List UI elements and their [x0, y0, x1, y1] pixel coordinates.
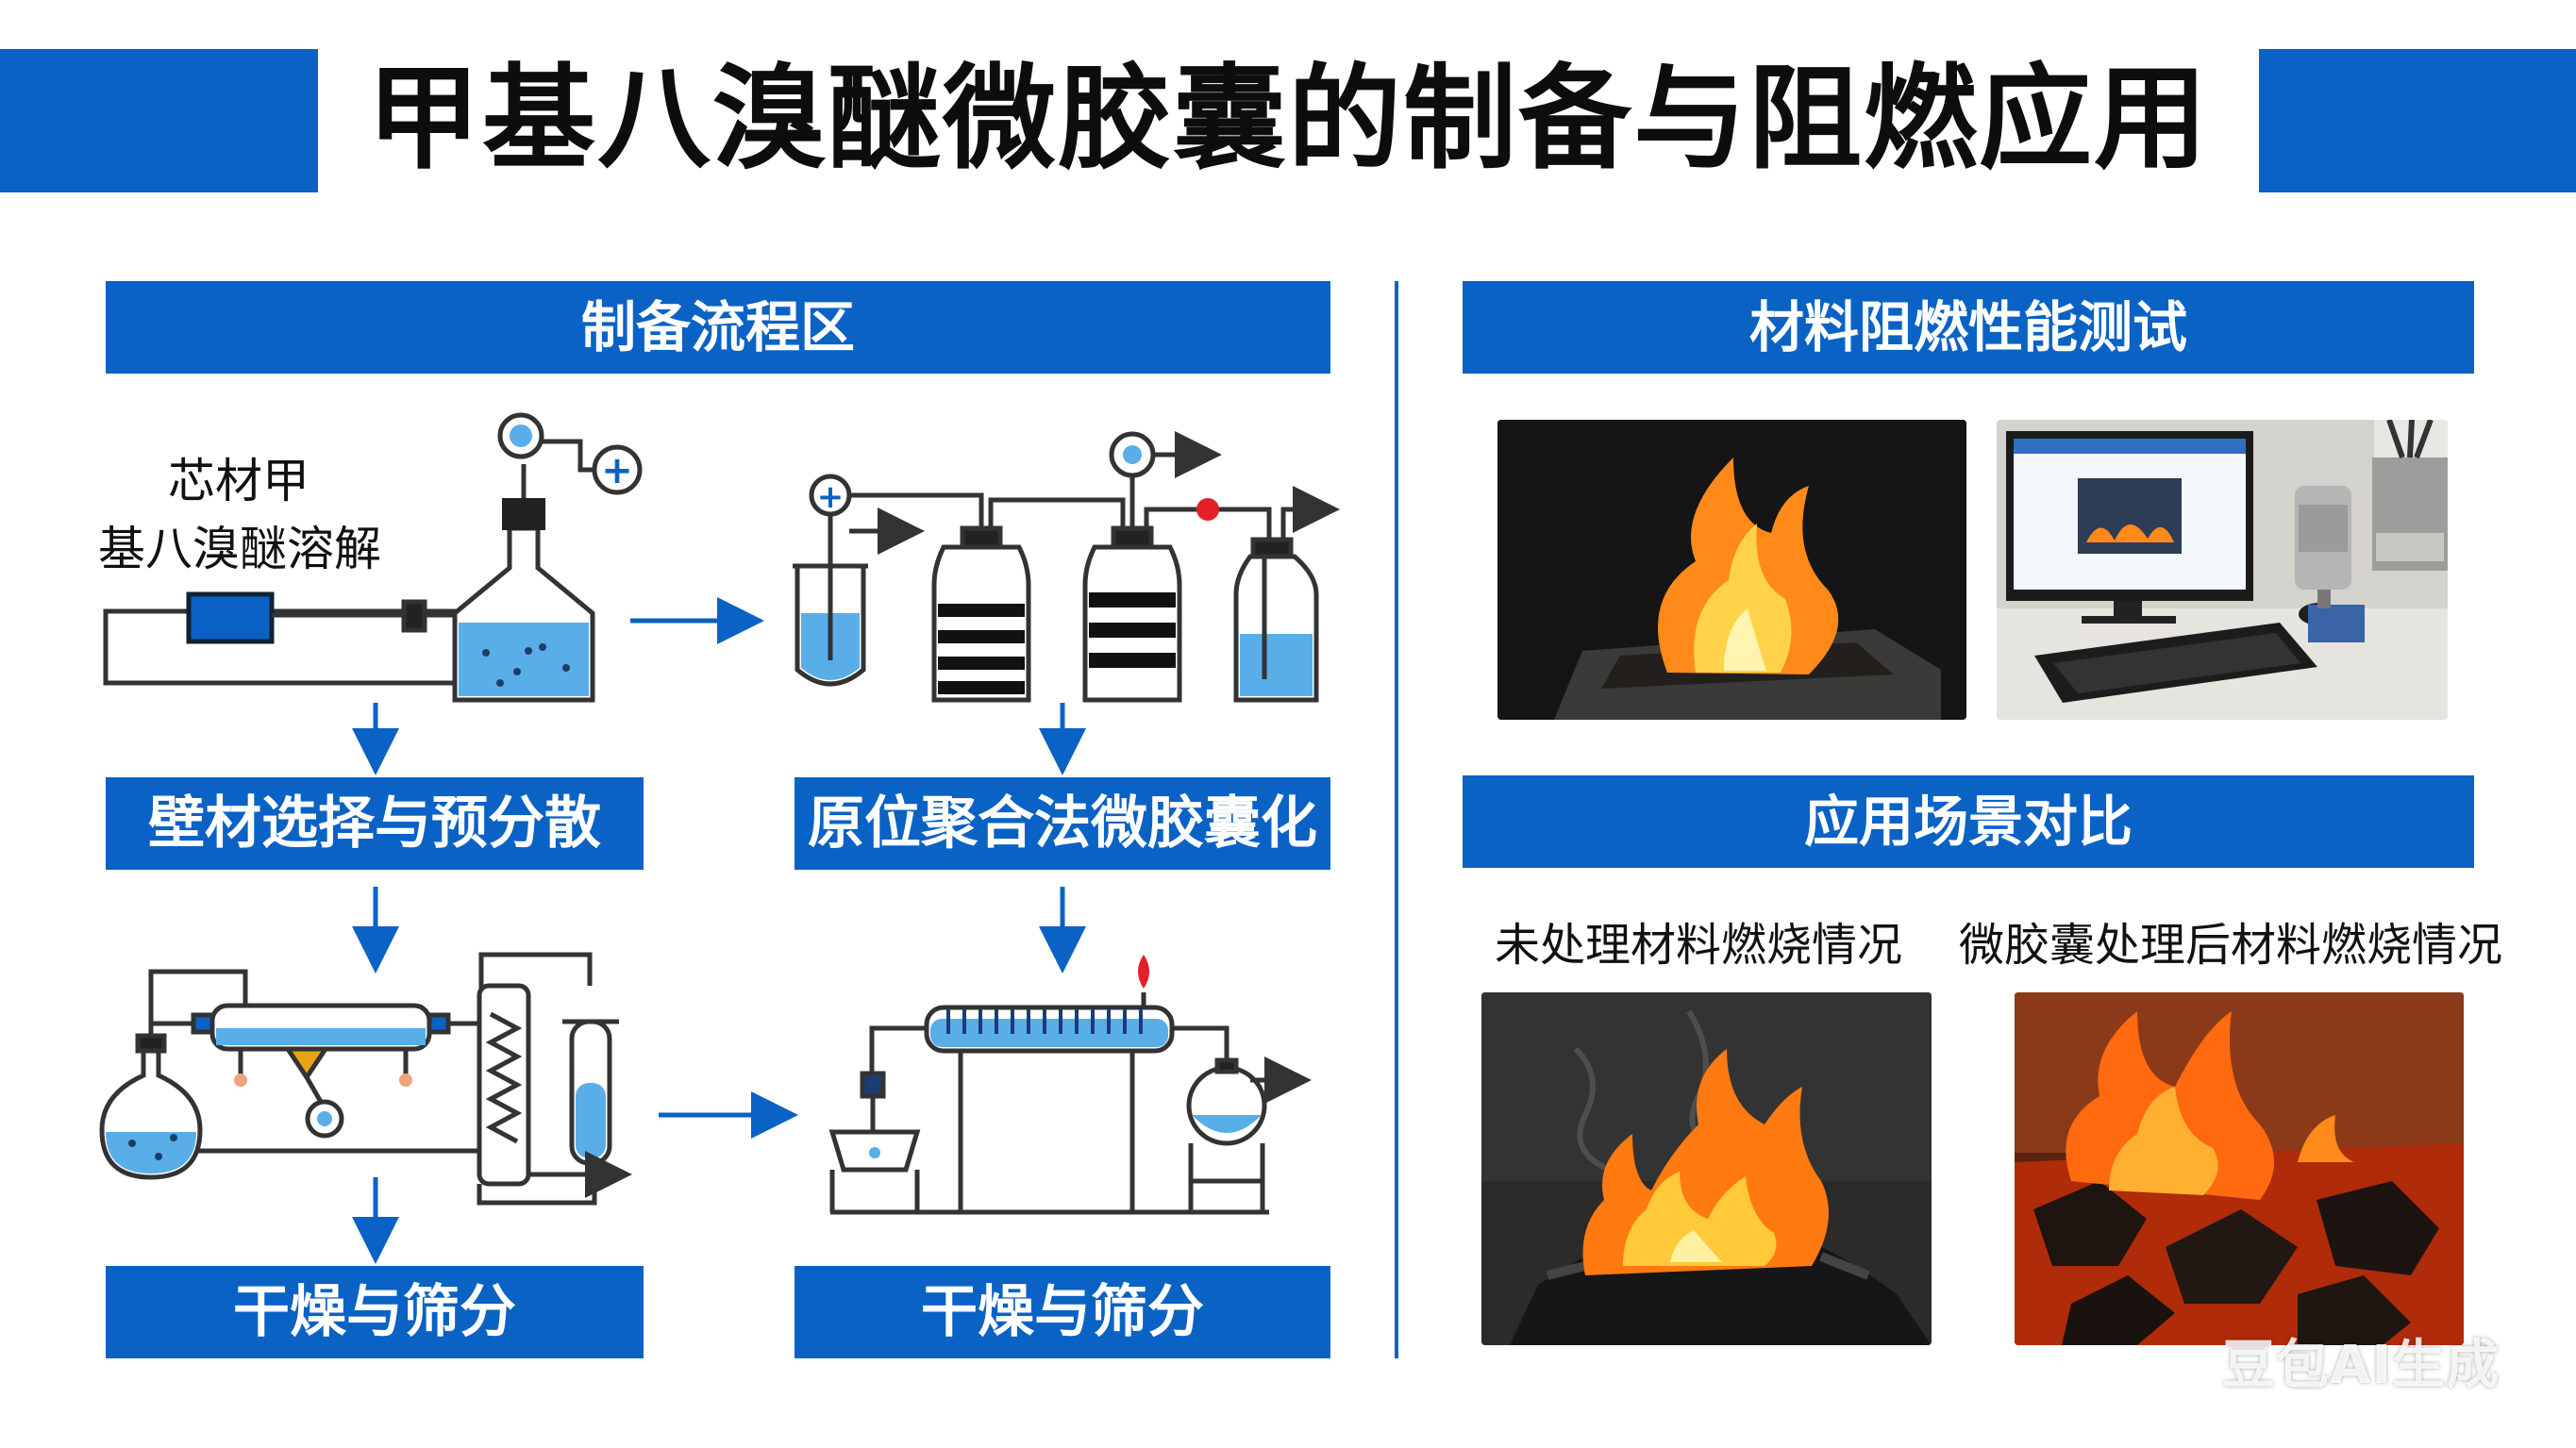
lab-equipment-photo: [1997, 420, 2448, 720]
step-in-situ-polymerization: 原位聚合法微胶囊化: [795, 777, 1330, 870]
treated-caption: 微胶囊处理后材料燃烧情况: [1959, 919, 2503, 972]
section-header-scene-compare: 应用场景对比: [1463, 775, 2474, 868]
section-divider: [1395, 281, 1398, 1358]
step-dry-sieve-left: 干燥与筛分: [106, 1266, 644, 1358]
untreated-caption: 未处理材料燃烧情况: [1495, 919, 1903, 972]
top-left-accent-bar: [0, 49, 318, 192]
page-title: 甲基八溴醚微胶囊的制备与阻燃应用: [367, 54, 2209, 185]
dissolving-flask-illustration: +: [452, 412, 643, 703]
reactor-bottles-illustration: +: [793, 431, 1340, 703]
svg-text:+: +: [817, 478, 845, 516]
section-header-preparation: 制备流程区: [106, 281, 1330, 374]
step-dry-sieve-right: 干燥与筛分: [795, 1266, 1330, 1358]
untreated-burning-photo: [1481, 992, 1932, 1345]
preparation-flow-diagram: + +: [99, 412, 1340, 1264]
section-header-flame-test: 材料阻燃性能测试: [1463, 281, 2474, 374]
svg-text:+: +: [601, 449, 633, 492]
ai-watermark: 豆包AI生成: [2222, 1335, 2501, 1396]
step-wall-material: 壁材选择与预分散: [106, 777, 644, 870]
core-material-label-line2: 基八溴醚溶解: [98, 522, 381, 576]
syringe-pump-illustration: [103, 591, 467, 686]
treated-burning-photo: [2015, 992, 2464, 1345]
condenser-setup-illustration: [99, 952, 632, 1206]
top-right-accent-bar: [2259, 49, 2576, 192]
burning-test-photo: [1497, 420, 1966, 720]
tubular-reactor-illustration: [828, 955, 1312, 1215]
core-material-label-line1: 芯材甲: [168, 454, 309, 508]
